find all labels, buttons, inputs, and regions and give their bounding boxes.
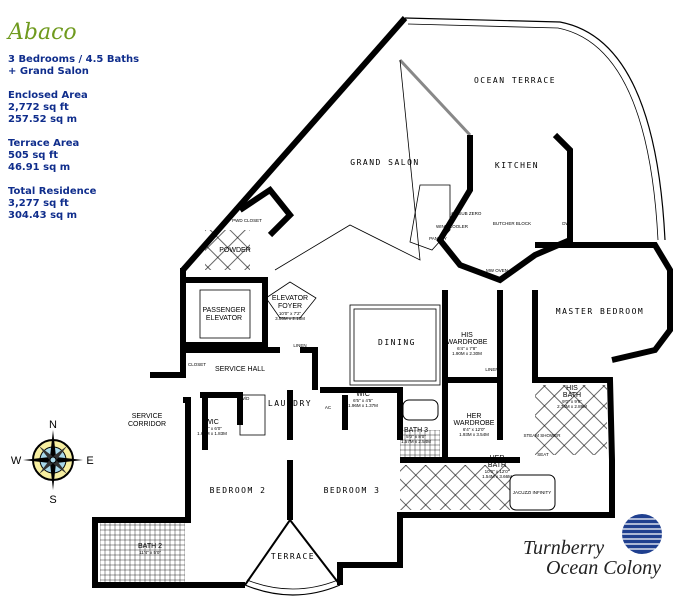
terrace-sqm: 46.91 sq m	[8, 162, 71, 173]
wic-2-dimensions: 6'5" x 4'5"	[353, 398, 373, 403]
bath-3-dimensions-m: 1.57M x 2.54M	[401, 439, 431, 444]
room-label-his-wardrobe-2: WARDROBE	[447, 339, 488, 346]
room-label-bedroom-3: BEDROOM 3	[324, 486, 381, 495]
enclosed-sqft: 2,772 sq ft	[8, 102, 69, 113]
his-bath-tile	[535, 385, 607, 455]
ac-label-1: AC	[286, 212, 293, 217]
pwd-closet-label: PWD CLOSET	[232, 218, 262, 223]
jacuzzi-tub	[509, 474, 556, 511]
terrace-label: Terrace Area	[8, 138, 80, 149]
her-wardrobe-dimensions: 6'4" x 12'0"	[463, 427, 486, 432]
grand-salon-note: + Grand Salon	[8, 66, 89, 77]
room-label-her-bath: HER	[490, 455, 505, 462]
bath-3-dimensions: 5'0" x 8'0"	[406, 434, 426, 439]
his-bath-dimensions-m: 2.74M x 2.89M	[557, 404, 587, 409]
bath3-tile	[400, 430, 440, 458]
room-label-her-wardrobe-2: WARDROBE	[454, 420, 495, 427]
linen-label-1: LINEN	[293, 343, 306, 348]
compass-n: N	[49, 419, 57, 431]
room-label-service-corridor: SERVICE	[132, 413, 163, 420]
bath2-tile	[100, 522, 185, 582]
wic-2-dimensions-m: 1.96M x 1.37M	[348, 403, 378, 408]
room-label-his-bath: HIS	[566, 385, 578, 392]
her-bath-dimensions-m: 1.54M x 3.66M	[482, 474, 512, 479]
small-terrace-outline	[244, 518, 341, 596]
room-label-elevator-foyer: ELEVATOR	[272, 295, 308, 302]
total-sqft: 3,277 sq ft	[8, 198, 69, 209]
unit-summary: 3 Bedrooms / 4.5 Baths + Grand Salon	[8, 54, 139, 78]
room-label-powder: POWDER	[219, 247, 251, 254]
closet-label: CLOSET	[188, 362, 206, 367]
washer-dryer-label: W/D	[241, 396, 250, 401]
compass-s: S	[49, 494, 56, 506]
bath3-tub	[402, 399, 439, 421]
wic-1-dimensions: 5'3" x 6'0"	[202, 426, 222, 431]
her-bath-dimensions: 10'0" x 12'0"	[485, 469, 510, 474]
room-label-bath-2: BATH 2	[138, 543, 162, 550]
steam-shower-label: STEAM SHOWER	[523, 433, 561, 438]
total-area: Total Residence 3,277 sq ft 304.43 sq m	[8, 186, 139, 222]
unit-title: Abaco	[8, 20, 77, 45]
walls	[92, 16, 673, 588]
room-label-elevator-foyer-2: FOYER	[278, 303, 302, 310]
jacuzzi-label: JACUZZI INFINITY	[513, 490, 552, 495]
room-label-his-wardrobe: HIS	[461, 332, 473, 339]
turnberry-logo: Turnberry Ocean Colony	[523, 514, 662, 579]
compass-w: W	[11, 455, 22, 467]
his-wardrobe-dimensions-m: 1.90M x 2.30M	[452, 351, 482, 356]
his-bath-dimensions: 9'0" x 9'6"	[562, 399, 582, 404]
room-label-passenger-elevator: PASSENGER	[202, 307, 245, 314]
dw-label: DW	[562, 221, 570, 226]
logo-line-1: Turnberry	[523, 537, 604, 559]
room-label-kitchen: KITCHEN	[495, 161, 539, 170]
wine-cooler-label: WINE COOLER	[436, 224, 469, 229]
logo-line-2: Ocean Colony	[546, 557, 661, 579]
room-label-his-bath-2: BATH	[563, 392, 581, 399]
room-label-her-bath-2: BATH	[488, 462, 506, 469]
pantry-label: PANTRY	[429, 236, 447, 241]
total-sqm: 304.43 sq m	[8, 210, 78, 221]
room-label-laundry: LAUNDRY	[268, 399, 312, 408]
interior-details	[199, 59, 451, 436]
terrace-area: Terrace Area 505 sq ft 46.91 sq m	[8, 138, 139, 174]
wic-1-dimensions-m: 1.60M x 1.83M	[197, 431, 227, 436]
elevator-foyer-dimensions: 10'0" x 7'2"	[279, 311, 302, 316]
room-label-ocean-terrace: OCEAN TERRACE	[474, 76, 556, 85]
room-label-wic-2: WIC	[356, 391, 370, 398]
her-bath-tile	[400, 465, 510, 510]
enclosed-area: Enclosed Area 2,772 sq ft 257.52 sq m	[8, 90, 139, 126]
room-label-grand-salon: GRAND SALON	[350, 158, 419, 167]
enclosed-label: Enclosed Area	[8, 90, 88, 101]
terrace-sqft: 505 sq ft	[8, 150, 59, 161]
room-label-bedroom-2: BEDROOM 2	[210, 486, 267, 495]
logo-emblem-icon	[622, 514, 662, 554]
room-label-service-corridor-2: CORRIDOR	[128, 421, 166, 428]
room-label-passenger-elevator-2: ELEVATOR	[206, 315, 242, 322]
seat-label: SEAT	[537, 452, 549, 457]
mw-oven-label: MW OVEN	[486, 268, 508, 273]
ac-label-2: AC	[325, 405, 332, 410]
unit-info-panel: Abaco 3 Bedrooms / 4.5 Baths + Grand Sal…	[8, 20, 139, 234]
elevator-foyer-dimensions-m: 3.05M x 2.18M	[275, 316, 305, 321]
his-wardrobe-dimensions: 6'4" x 7'8"	[457, 346, 477, 351]
room-label-her-wardrobe: HER	[467, 413, 482, 420]
bath-2-dimensions: 11'4" x 5'0"	[139, 550, 161, 555]
butcher-block-label: BUTCHER BLOCK	[493, 221, 531, 226]
sub-zero-label: 42" SUB ZERO	[451, 211, 482, 216]
room-label-terrace: TERRACE	[271, 552, 315, 561]
ocean-terrace-outline	[398, 17, 666, 241]
compass-e: E	[86, 455, 93, 467]
enclosed-sqm: 257.52 sq m	[8, 114, 78, 125]
room-label-bath-3: BATH 3	[404, 427, 428, 434]
her-wardrobe-dimensions-m: 1.93M x 3.54M	[459, 432, 489, 437]
room-label-master-bedroom: MASTER BEDROOM	[556, 307, 644, 316]
powder-tile	[205, 230, 250, 270]
linen-label-2: LINEN	[485, 367, 498, 372]
room-label-service-hall: SERVICE HALL	[215, 366, 265, 373]
room-label-dining: DINING	[378, 338, 416, 347]
room-label-wic-1: WIC	[205, 419, 219, 426]
compass-rose: N S E W	[11, 419, 94, 506]
bed-bath-count: 3 Bedrooms / 4.5 Baths	[8, 54, 140, 65]
total-label: Total Residence	[8, 186, 97, 197]
